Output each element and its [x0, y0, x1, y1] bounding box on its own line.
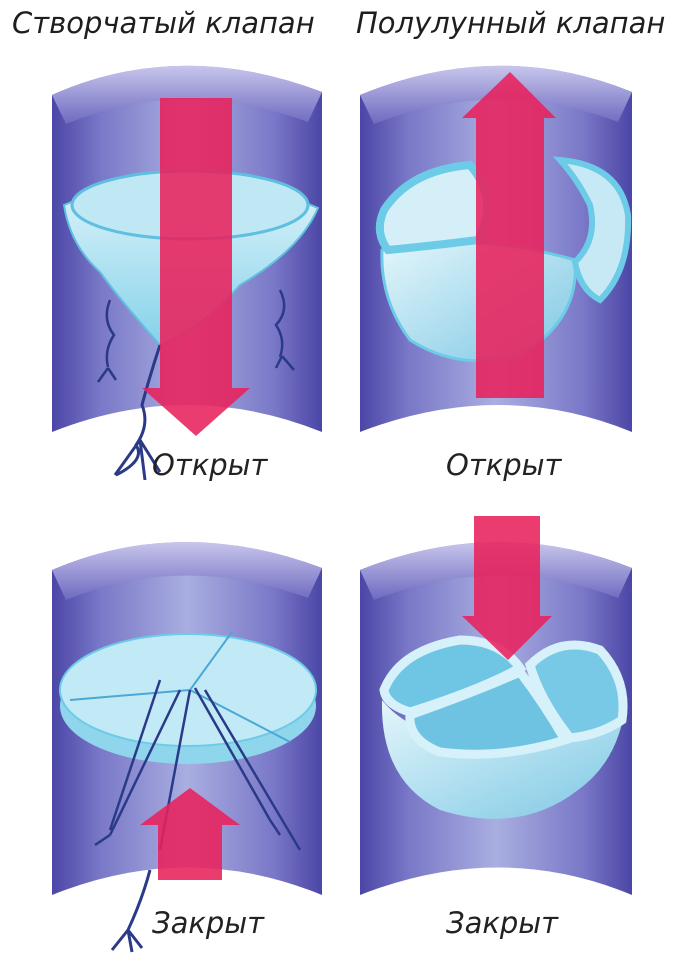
- caption-cusp-closed: Закрыт: [152, 906, 264, 940]
- blood-flow-arrow-up: [462, 72, 556, 398]
- caption-semilunar-closed: Закрыт: [446, 906, 558, 940]
- panel-semilunar-closed: [360, 516, 632, 930]
- panel-semilunar-open: [360, 66, 632, 460]
- panel-cusp-open: [52, 66, 322, 480]
- caption-semilunar-open: Открыт: [446, 448, 561, 482]
- caption-cusp-open: Открыт: [152, 448, 267, 482]
- panel-cusp-closed: [52, 542, 322, 952]
